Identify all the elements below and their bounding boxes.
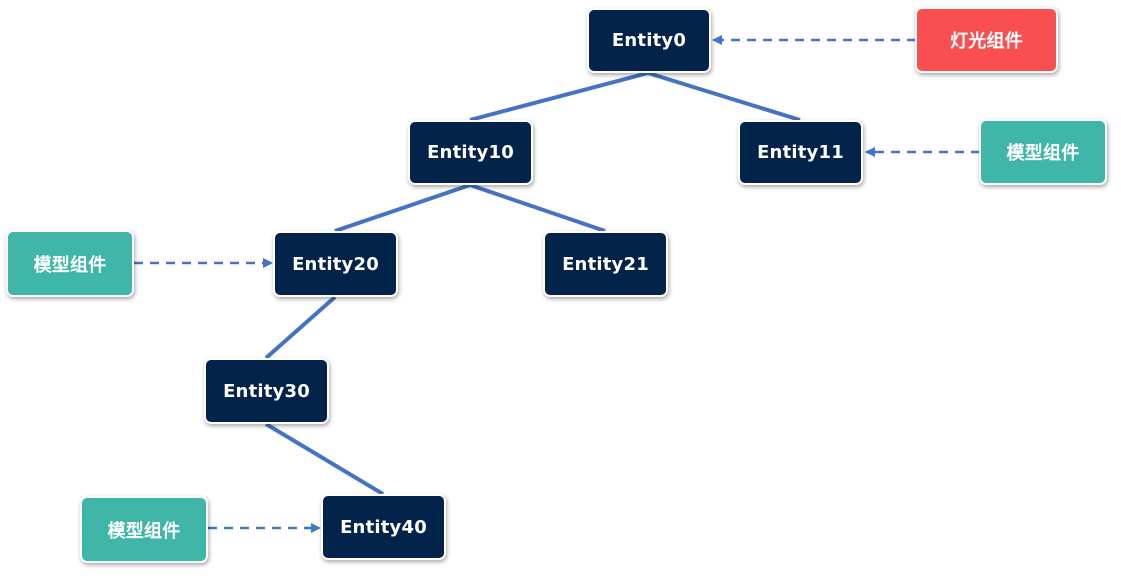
component-node-light[interactable]: 灯光组件 bbox=[915, 7, 1058, 73]
entity-label: Entity21 bbox=[562, 253, 649, 275]
entity-label: Entity10 bbox=[427, 142, 514, 163]
edge-entity30-entity40 bbox=[264, 422, 385, 496]
component-node-model-entity20[interactable]: 模型组件 bbox=[6, 230, 134, 297]
component-label: 模型组件 bbox=[33, 254, 107, 276]
edge-entity10-entity20 bbox=[334, 183, 471, 233]
component-label: 灯光组件 bbox=[950, 31, 1023, 52]
entity-label: Entity30 bbox=[223, 380, 310, 402]
component-label: 模型组件 bbox=[1006, 143, 1080, 164]
component-node-model-entity40[interactable]: 模型组件 bbox=[80, 496, 208, 563]
entity-node-entity0[interactable]: Entity0 bbox=[587, 8, 711, 73]
entity-node-entity21[interactable]: Entity21 bbox=[543, 231, 668, 297]
entity-node-entity30[interactable]: Entity30 bbox=[204, 358, 329, 424]
edge-entity20-entity30 bbox=[264, 295, 337, 360]
edge-entity10-entity21 bbox=[469, 183, 606, 233]
entity-node-entity20[interactable]: Entity20 bbox=[273, 231, 398, 297]
entity-label: Entity40 bbox=[340, 516, 427, 538]
edge-entity0-entity11 bbox=[647, 71, 801, 122]
entity-label: Entity20 bbox=[292, 253, 379, 275]
entity-node-entity40[interactable]: Entity40 bbox=[321, 494, 446, 560]
component-node-model-entity11[interactable]: 模型组件 bbox=[979, 119, 1107, 185]
component-label: 模型组件 bbox=[107, 520, 181, 542]
entity-label: Entity11 bbox=[757, 142, 844, 163]
entity-node-entity11[interactable]: Entity11 bbox=[738, 120, 863, 185]
entity-node-entity10[interactable]: Entity10 bbox=[408, 120, 533, 185]
entity-label: Entity0 bbox=[611, 30, 687, 51]
edge-entity0-entity10 bbox=[469, 71, 649, 122]
